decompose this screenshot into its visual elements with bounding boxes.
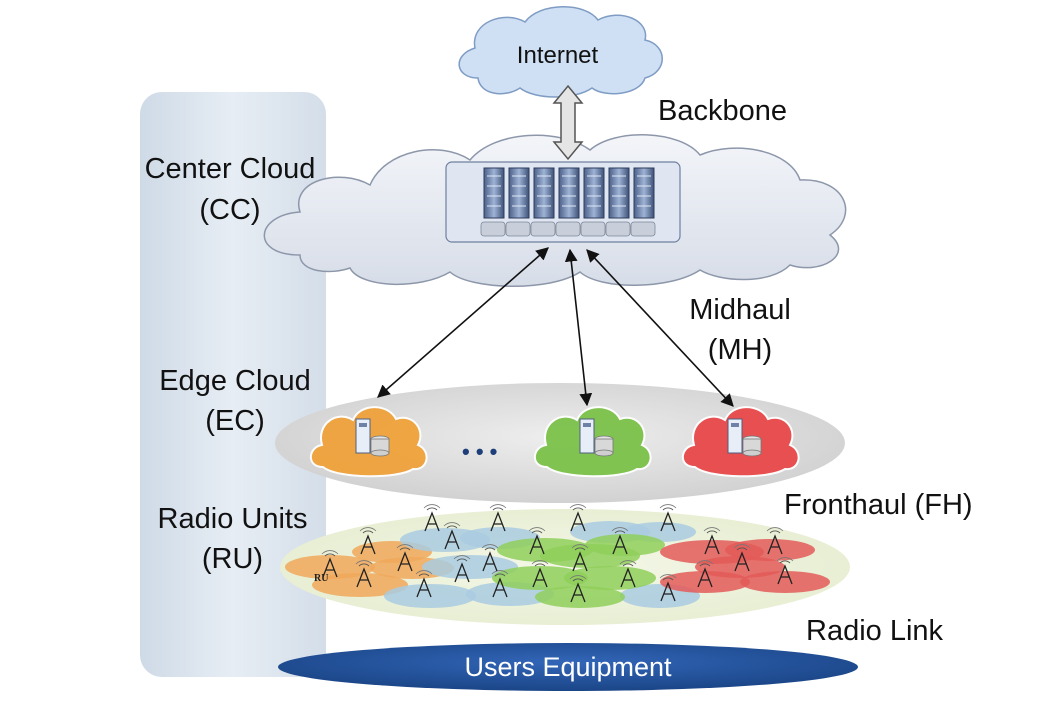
antenna-tower-icon xyxy=(569,504,587,532)
antenna-tower-icon xyxy=(569,575,587,603)
server-icon xyxy=(355,418,390,457)
antenna-tower-icon xyxy=(611,527,629,555)
antenna-tower-icon xyxy=(415,570,433,598)
coverage-cell xyxy=(660,571,750,593)
server-rack-icon xyxy=(580,167,606,237)
antenna-tower-icon xyxy=(481,544,499,572)
edge-cloud-orange-icon xyxy=(309,406,428,478)
antenna-tower-icon xyxy=(776,557,794,585)
midhaul-links xyxy=(377,247,734,407)
coverage-cell xyxy=(535,586,625,608)
coverage-cell xyxy=(492,566,588,590)
antenna-tower-icon xyxy=(528,527,546,555)
server-rack-icon xyxy=(555,167,581,237)
antenna-tower-icon xyxy=(453,555,471,583)
antenna-tower-icon xyxy=(619,560,637,588)
backbone-label: Backbone xyxy=(658,95,787,127)
radio-link-label: Radio Link xyxy=(806,615,944,647)
midhaul-abbr: (MH) xyxy=(707,334,773,366)
users-equipment-layer xyxy=(278,643,858,691)
center-cloud-abbr: (CC) xyxy=(199,194,261,226)
antenna-tower-icon xyxy=(321,550,339,578)
data-center-server-icon xyxy=(445,161,681,243)
antenna-tower-icon xyxy=(489,504,507,532)
backbone-double-arrow-icon xyxy=(552,84,584,161)
antenna-tower-icon xyxy=(443,522,461,550)
antenna-tower-icon xyxy=(359,527,377,555)
server-rack-icon xyxy=(605,167,631,237)
internet-label: Internet xyxy=(516,42,599,69)
antenna-tower-icon xyxy=(733,544,751,572)
edge-cloud-green-icon xyxy=(533,406,652,478)
antenna-tower-icon xyxy=(355,560,373,588)
antenna-tower-icon xyxy=(423,504,441,532)
server-rack-icon xyxy=(480,167,506,237)
edge-cloud-label: Edge Cloud xyxy=(159,365,311,397)
center-cloud-label: Center Cloud xyxy=(144,153,316,185)
edge-cloud-abbr: (EC) xyxy=(205,405,265,437)
radio-units-label: Radio Units xyxy=(157,503,308,535)
internet-cloud-icon xyxy=(458,6,663,98)
midhaul-arrow-red xyxy=(586,249,734,407)
antenna-towers xyxy=(321,504,794,603)
antenna-tower-icon xyxy=(703,527,721,555)
coverage-cell xyxy=(312,573,408,597)
server-rack-icon xyxy=(505,167,531,237)
server-icon xyxy=(579,418,614,457)
antenna-tower-icon xyxy=(571,544,589,572)
ru-tag: RU xyxy=(314,573,328,584)
antenna-tower-icon xyxy=(396,544,414,572)
fronthaul-label: Fronthaul (FH) xyxy=(784,489,973,521)
coverage-cells xyxy=(285,521,830,608)
coverage-cell xyxy=(740,571,830,593)
server-icon xyxy=(727,418,762,457)
midhaul-label: Midhaul xyxy=(689,294,791,326)
antenna-tower-icon xyxy=(659,504,677,532)
coverage-cell xyxy=(564,566,656,590)
coverage-cell xyxy=(422,555,518,579)
midhaul-arrow-green xyxy=(564,248,593,407)
antenna-tower-icon xyxy=(491,570,509,598)
antenna-tower-icon xyxy=(531,560,549,588)
radio-units-abbr: (RU) xyxy=(201,543,264,575)
coverage-cell xyxy=(585,534,665,556)
edge-ellipsis: • • • xyxy=(462,439,497,464)
server-rack-icon xyxy=(530,167,556,237)
midhaul-arrow-orange xyxy=(377,247,549,398)
antenna-tower-icon xyxy=(696,560,714,588)
server-rack-icon xyxy=(630,167,656,237)
antenna-tower-icon xyxy=(766,527,784,555)
antenna-tower-icon xyxy=(659,574,677,602)
users-equipment-label: Users Equipment xyxy=(464,652,672,682)
coverage-cell xyxy=(285,555,375,579)
edge-cloud-red-icon xyxy=(681,406,800,478)
